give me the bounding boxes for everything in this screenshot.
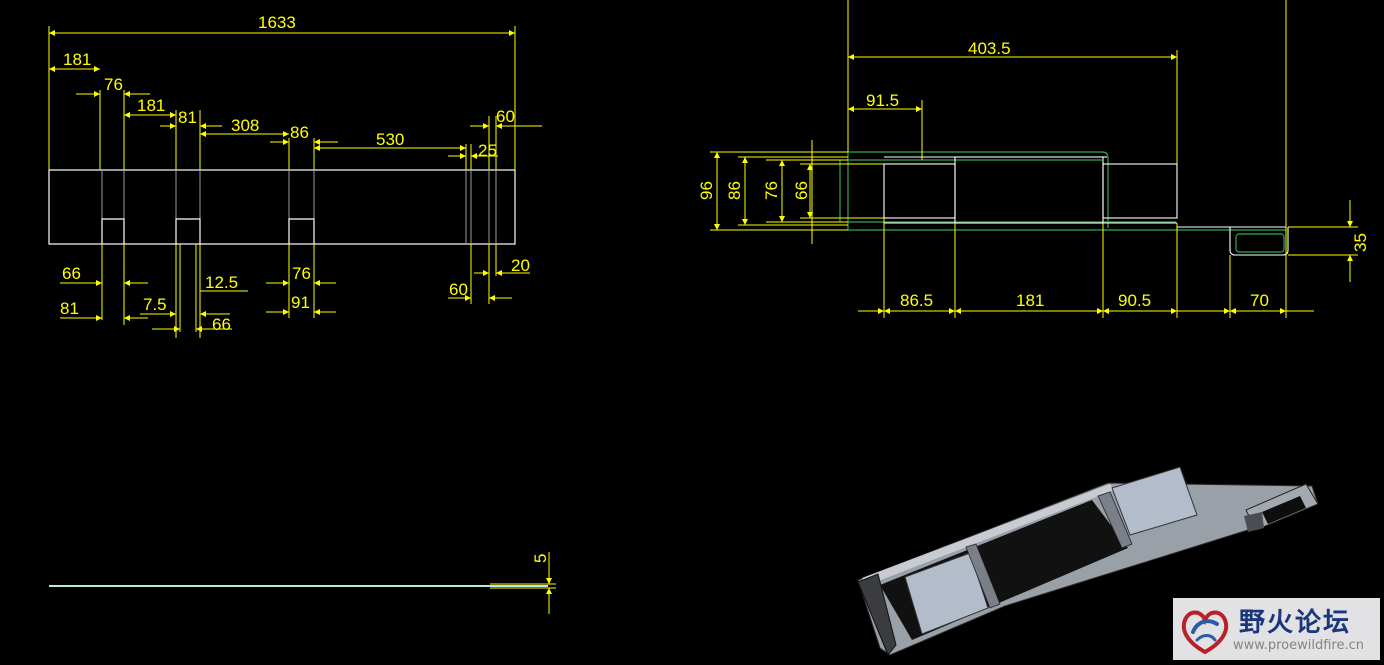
front-slot-notches [101,218,315,244]
watermark-url: www.proewildfire.cn [1233,638,1364,653]
dim-slot1-inner: 66 [62,264,81,283]
isometric-view [857,466,1319,656]
iso-panel-lower [904,552,989,635]
side-view: 5 [49,552,556,614]
dim-slot2-depth: 12.5 [205,273,238,292]
dim-slot1-width-top: 76 [104,75,123,94]
dim-thickness: 5 [531,554,550,563]
dim-overall-length: 1633 [258,13,296,32]
dim-end-inner: 60 [449,280,468,299]
dim-slot1-outer: 81 [60,299,79,318]
dim-spacing-2: 308 [231,116,259,135]
top-dimension-lines [714,54,1353,314]
forum-logo-icon [1181,610,1229,655]
dim-slot2-width-top: 81 [178,108,197,127]
dim-seg-3: 90.5 [1118,291,1151,310]
top-dimension-labels: 403.5 91.5 96 86 76 66 86.5 181 90.5 70 … [697,39,1370,310]
front-view: 1633 181 76 181 81 308 86 530 25 60 66 8… [48,13,542,338]
dim-end-spacing: 25 [478,141,497,160]
top-geometry [883,156,1289,256]
dim-spacing-3: 530 [376,130,404,149]
dim-end-height: 35 [1351,233,1370,252]
watermark-title: 野火论坛 [1239,608,1352,638]
dim-height-outer: 96 [697,181,716,200]
watermark: 野火论坛 www.proewildfire.cn [1173,598,1380,660]
top-view: 403.5 91.5 96 86 76 66 86.5 181 90.5 70 … [697,0,1370,318]
dim-inner-offset: 91.5 [866,91,899,110]
dim-slot3-outer: 91 [291,293,310,312]
dim-seg-4: 70 [1250,291,1269,310]
iso-panel-upper [1111,466,1198,536]
dim-span: 403.5 [968,39,1011,58]
dim-slot2-inner: 66 [212,315,231,334]
dim-height-3: 76 [762,181,781,200]
dim-height-2: 86 [725,181,744,200]
dim-spacing-1: 181 [137,96,165,115]
front-extension-lines [48,26,516,338]
dim-slot2-gap: 7.5 [143,295,167,314]
top-extension-lines [710,0,1358,318]
dim-end-thickness: 20 [511,256,530,275]
dim-end-offset: 60 [496,107,515,126]
front-slot-lines [101,170,497,244]
dim-slot3-width-top: 86 [290,123,309,142]
dim-seg-1: 86.5 [900,291,933,310]
front-bar-outline [48,169,516,245]
top-hidden-lines [839,151,1286,253]
dim-height-inner: 66 [792,181,811,200]
front-dimension-lines [49,30,542,332]
front-dimension-labels: 1633 181 76 181 81 308 86 530 25 60 66 8… [60,13,530,334]
dim-seg-2: 181 [1016,291,1044,310]
dim-slot3-inner: 76 [292,264,311,283]
dim-first-offset: 181 [63,50,91,69]
